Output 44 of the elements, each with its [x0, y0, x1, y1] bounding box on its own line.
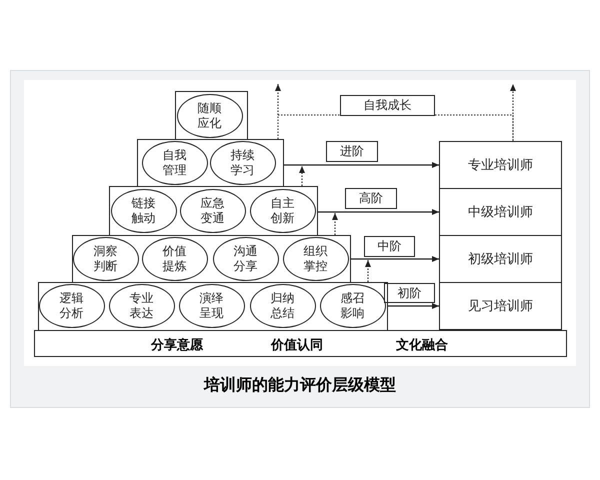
skill-ellipse: 自主创新: [250, 188, 316, 232]
skill-ellipse: 自我管理: [142, 140, 208, 184]
trainer-level-box: 专业培训师: [439, 141, 562, 189]
tier-box: [109, 186, 318, 236]
arrow: [388, 303, 439, 309]
stage-label-box: 进阶: [326, 141, 378, 162]
foundation-bar: [34, 330, 567, 357]
arrow: [284, 162, 439, 168]
skill-ellipse: 价值提炼: [142, 236, 208, 280]
skill-ellipse: 组织掌控: [282, 236, 348, 280]
stage-label-box: 初阶: [384, 283, 435, 303]
trainer-level-box: 中级培训师: [439, 188, 562, 236]
stage-label-box: 中阶: [364, 236, 415, 257]
tier-box: [72, 235, 351, 283]
title: 培训师的能力评价层级模型: [204, 375, 396, 394]
skill-ellipse: 演绎呈现: [178, 284, 244, 328]
skill-ellipse: 持续学习: [210, 140, 276, 184]
skill-ellipse: 洞察判断: [72, 236, 138, 280]
skill-ellipse: 链接触动: [110, 188, 176, 232]
trainer-level-box: 初级培训师: [439, 235, 562, 283]
skill-ellipse: 应急变通: [180, 188, 246, 232]
arrow: [318, 209, 439, 215]
foundation-text: 文化融合: [396, 336, 448, 354]
arrow: [365, 260, 371, 282]
stage-label-box: 高阶: [345, 188, 397, 209]
skill-ellipse: 沟通分享: [212, 236, 278, 280]
stage-label-box: 自我成长: [340, 95, 435, 116]
connector-line: [278, 114, 340, 140]
skill-ellipse: 归纳总结: [250, 284, 316, 328]
skill-ellipse: 逻辑分析: [38, 284, 104, 328]
skill-ellipse: 专业表达: [108, 284, 174, 328]
tier-box: [175, 91, 248, 140]
arrow: [510, 84, 516, 142]
tier-box: [137, 139, 284, 187]
arrow: [332, 212, 338, 236]
skill-ellipse: 感召影响: [320, 284, 386, 328]
arrow: [351, 256, 439, 262]
trainer-level-box: 见习培训师: [439, 282, 562, 330]
foundation-text: 分享意愿: [151, 336, 203, 354]
connector-line: [434, 114, 514, 142]
arrow: [299, 166, 305, 186]
skill-ellipse: 随顺应化: [176, 94, 242, 138]
foundation-text: 价值认同: [271, 337, 323, 354]
tier-box: [38, 282, 388, 331]
